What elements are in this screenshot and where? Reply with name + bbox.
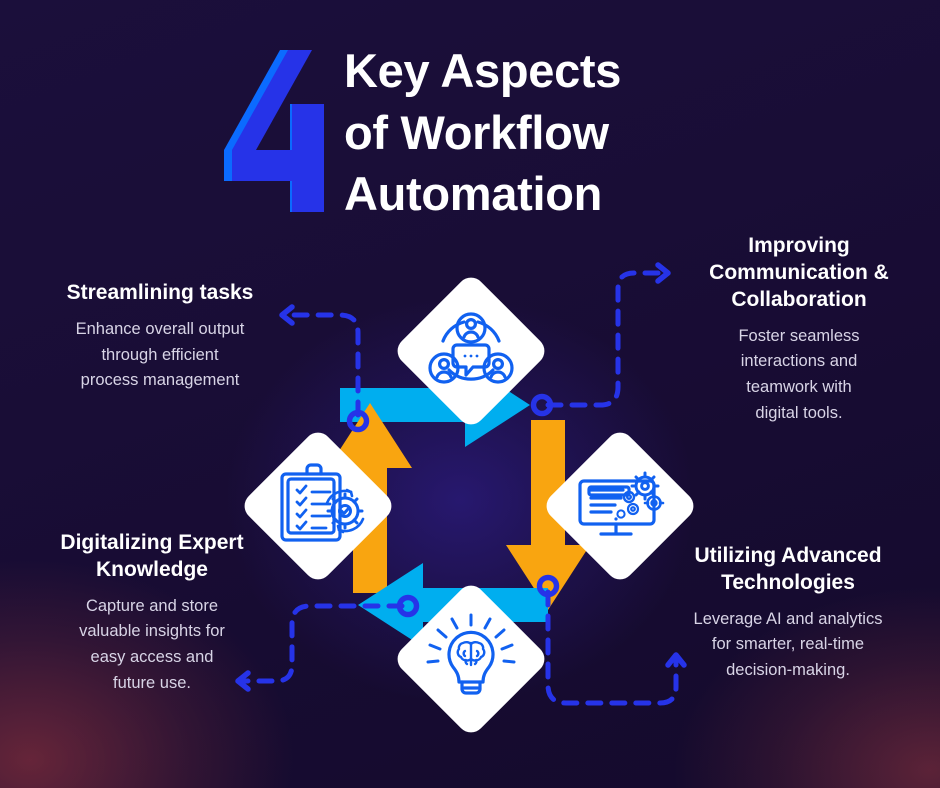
- heading-line: Technologies: [721, 570, 855, 594]
- aspect-block-streamlining-tasks: Streamlining tasks Enhance overall outpu…: [24, 280, 296, 394]
- heading-line: Communication &: [709, 260, 889, 284]
- aspect-body-technologies: Leverage AI and analytics for smarter, r…: [654, 607, 922, 684]
- connector-to-streamlining: [281, 312, 361, 418]
- people-network-chat-icon: [428, 312, 514, 384]
- aspect-body-streamlining: Enhance overall output through efficient…: [24, 317, 296, 394]
- aspect-block-improving-communication: Improving Communication & Collaboration …: [676, 233, 922, 427]
- heading-line: Improving: [748, 234, 850, 257]
- title-line-1: Key Aspects: [344, 44, 622, 97]
- diamond-streamlining[interactable]: [239, 427, 397, 585]
- arrowhead-left-top: [279, 304, 295, 326]
- aspect-body-knowledge: Capture and store valuable insights for …: [18, 594, 286, 697]
- body-line: through efficient: [101, 345, 219, 364]
- body-line: for smarter, real-time: [711, 635, 865, 654]
- page-title: Key Aspects of Workflow Automation: [344, 40, 904, 225]
- aspect-heading-streamlining: Streamlining tasks: [66, 281, 254, 304]
- arrowhead-up-bottom: [665, 652, 687, 668]
- numeral-body: [232, 50, 324, 212]
- clipboard-checklist-gear-icon: [280, 463, 365, 542]
- heading-line: Digitalizing Expert: [60, 531, 244, 554]
- body-line: teamwork with: [746, 378, 852, 397]
- orange-down-arrow: [506, 420, 590, 610]
- ring-cyan-right-arrow: [530, 393, 554, 417]
- body-line: process management: [80, 371, 240, 390]
- numeral-four: [214, 44, 344, 220]
- arrowhead-right-top: [655, 262, 671, 284]
- automation-cycle-wheel: [230, 262, 710, 745]
- header: Key Aspects of Workflow Automation: [0, 0, 940, 240]
- title-line-2: of Workflow: [344, 105, 609, 159]
- monitor-gears-icon: [578, 471, 665, 536]
- body-line: Leverage AI and analytics: [693, 609, 883, 628]
- diamond-collaboration[interactable]: [392, 272, 550, 430]
- aspect-heading-communication: Improving Communication & Collaboration: [676, 233, 922, 314]
- connector-to-technologies: [545, 589, 679, 706]
- body-line: valuable insights for: [79, 622, 225, 641]
- body-line: Capture and store: [85, 596, 219, 615]
- heading-line: Collaboration: [731, 287, 867, 311]
- body-line: digital tools.: [755, 403, 843, 422]
- aspect-body-communication: Foster seamless interactions and teamwor…: [676, 324, 922, 427]
- aspect-heading-knowledge: Digitalizing Expert Knowledge: [18, 530, 286, 584]
- body-line: interactions and: [740, 352, 858, 371]
- body-line: Enhance overall output: [75, 319, 245, 338]
- ring-orange-down-arrow: [536, 574, 560, 598]
- connector-to-communication: [545, 270, 669, 408]
- body-line: Foster seamless: [738, 326, 860, 345]
- diamond-knowledge[interactable]: [392, 580, 550, 738]
- body-line: easy access and: [90, 648, 214, 667]
- aspect-block-digitalizing-expert-knowledge: Digitalizing Expert Knowledge Capture an…: [18, 530, 286, 697]
- lightbulb-brain-icon: [426, 613, 516, 695]
- aspect-block-utilizing-advanced-technologies: Utilizing Advanced Technologies Leverage…: [654, 543, 922, 684]
- ring-orange-up-arrow: [346, 409, 370, 433]
- connector-paths: [235, 270, 679, 706]
- connector-arrowheads: [235, 262, 687, 692]
- heading-line: Utilizing Advanced: [694, 544, 882, 567]
- heading-line: Knowledge: [95, 557, 208, 581]
- body-line: decision-making.: [726, 661, 850, 680]
- connector-rings: [346, 393, 560, 618]
- diamond-technologies[interactable]: [541, 427, 699, 585]
- connector-to-knowledge: [235, 603, 405, 684]
- ring-cyan-left-arrow: [396, 594, 420, 618]
- title-line-3: Automation: [344, 167, 603, 221]
- aspect-heading-technologies: Utilizing Advanced Technologies: [654, 543, 922, 597]
- arrowhead-left-bottom: [235, 670, 251, 692]
- body-line: future use.: [113, 673, 191, 692]
